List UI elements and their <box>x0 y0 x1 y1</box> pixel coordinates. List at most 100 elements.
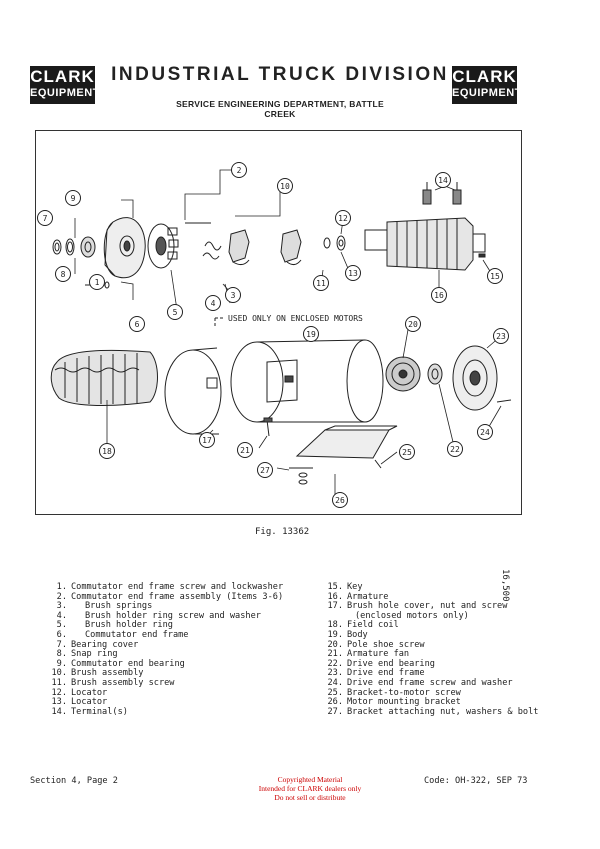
legend-item-number: 21. <box>327 649 343 660</box>
footer-section: Section 4, Page 2 <box>30 776 118 786</box>
legend-item-text: Brush hole cover, nut and screw <box>347 601 508 612</box>
callout-circle <box>431 287 447 303</box>
logo-text-brand: CLARK <box>30 67 95 86</box>
field-coil-18 <box>50 350 158 406</box>
legend-item-text: Brush holder ring screw and washer <box>85 610 261 621</box>
logo-text-brand: CLARK <box>452 67 517 86</box>
legend-item: 16. Armature <box>306 591 536 603</box>
callout-circle <box>231 162 247 178</box>
legend-item-text: Armature <box>347 591 389 602</box>
callout-label: 2 <box>237 166 242 175</box>
callout-circle <box>487 268 503 284</box>
callout-label: 18 <box>102 447 112 456</box>
legend-item: 5.Brush holder ring <box>30 621 290 631</box>
callout-label: 16 <box>434 291 444 300</box>
callout-label: 27 <box>260 466 270 475</box>
callout-label: 6 <box>135 320 140 329</box>
legend-item-number: 17. <box>327 601 343 612</box>
legend-item: 19.Body <box>306 629 536 641</box>
legend-item-text: Brush springs <box>85 601 153 612</box>
locators-12-13 <box>323 235 346 251</box>
callout-circle <box>205 295 221 311</box>
legend-item-number: 3. <box>56 601 67 612</box>
legend-item: 24. Drive end frame screw and washer <box>306 677 536 689</box>
callout-label: 14 <box>438 176 448 185</box>
legend-item-number: 15. <box>327 582 343 592</box>
legend-item-number: 2. <box>56 591 67 602</box>
legend-item-text: Field coil <box>347 620 399 631</box>
legend-item-number: 11. <box>51 677 67 688</box>
legend-item-number: 1. <box>56 582 67 592</box>
callout-label: 15 <box>490 272 500 281</box>
callout-circle <box>313 275 329 291</box>
legend-item-number: 25. <box>327 687 343 698</box>
callout-label: 22 <box>450 445 460 454</box>
legend-item: 14.Terminal(s) <box>30 707 290 718</box>
legend-item-text: Drive end bearing <box>347 658 435 669</box>
legend-item-number: 12. <box>51 687 67 698</box>
legend-item-number: 22. <box>327 658 343 669</box>
legend-item-text: Commutator end frame <box>85 629 189 640</box>
legend-item-number: 24. <box>327 677 343 688</box>
callout-label: 7 <box>43 214 48 223</box>
legend-item-text: Commutator end frame screw and lockwashe… <box>71 582 284 592</box>
pole-shoe-screw-20 <box>263 417 273 437</box>
legend-item: 3. Brush springs <box>30 602 290 612</box>
callout-label: 5 <box>173 308 178 317</box>
parts-legend-left: 1. Commutator end frame screw and lockwas… <box>30 582 290 718</box>
page-title: INDUSTRIAL TRUCK DIVISION <box>111 64 449 85</box>
callout-label: 25 <box>402 448 412 457</box>
diagram-frame <box>35 130 522 515</box>
legend-item: 15.Key <box>306 582 536 593</box>
callout-label: 12 <box>338 214 348 223</box>
motor-mounting-bracket-26 <box>295 425 398 459</box>
legend-item: 6.Commutator end frame <box>30 629 290 641</box>
callout-label: 4 <box>211 299 216 308</box>
legend-item: 27.Bracket attaching nut, washers & bolt <box>306 707 538 718</box>
callout-circle <box>335 210 351 226</box>
legend-item: 9.Commutator end bearing <box>30 659 290 670</box>
callout-circle <box>303 326 319 342</box>
callout-label: 24 <box>480 428 490 437</box>
copyright-line-1: Copyrighted Material <box>277 775 343 784</box>
legend-item-text: Drive end frame screw and washer <box>347 677 513 688</box>
legend-item-number: 23. <box>327 668 343 679</box>
armature-fan-21 <box>385 356 421 392</box>
callout-label: 17 <box>202 436 212 445</box>
legend-item-text: Body <box>347 629 368 640</box>
legend-item: 21.Armature fan <box>306 650 536 660</box>
legend-item: 12.Locator <box>30 687 290 699</box>
legend-item: 22. Drive end bearing <box>306 658 536 670</box>
callout-circle <box>399 444 415 460</box>
bracket-to-motor-screw-25 <box>374 459 382 469</box>
callout-circle <box>257 462 273 478</box>
callout-circle <box>167 304 183 320</box>
legend-item-text: Locator <box>71 697 108 708</box>
logo-text-equipment: EQUIPMENT <box>452 87 522 99</box>
clark-logo-right: CLARK EQUIPMENT <box>452 66 522 104</box>
bearing-cover-7 <box>52 239 62 255</box>
legend-item-text: Brush holder ring <box>85 620 173 631</box>
callout-label: 23 <box>496 332 506 341</box>
legend-item-text: Commutator end frame assembly (Items 3-6… <box>71 591 284 602</box>
clark-logo-left: CLARK EQUIPMENT <box>30 66 99 104</box>
legend-item-number: 7. <box>56 639 67 650</box>
legend-item-number: 13. <box>51 697 67 708</box>
legend-item: 17. Brush hole cover, nut and screw <box>306 602 536 612</box>
legend-item-text: Bracket-to-motor screw <box>347 687 461 698</box>
copyright-notice: Copyrighted Material Intended for CLARK … <box>220 775 400 802</box>
legend-item-number: 16. <box>327 591 343 602</box>
legend-item: 11.Brush assembly screw <box>30 677 290 689</box>
callout-label: 10 <box>280 182 290 191</box>
legend-item-number: 10. <box>51 668 67 679</box>
callout-circle <box>65 190 81 206</box>
callout-circle <box>129 316 145 332</box>
figure-caption: Fig. 13362 <box>255 527 310 537</box>
legend-item-text: Brush assembly <box>71 668 144 679</box>
legend-item-number: 4. <box>56 610 67 621</box>
body-19 <box>230 339 384 423</box>
legend-item-number: 26. <box>327 697 343 708</box>
legend-item: 26.Motor mounting bracket <box>306 698 536 708</box>
